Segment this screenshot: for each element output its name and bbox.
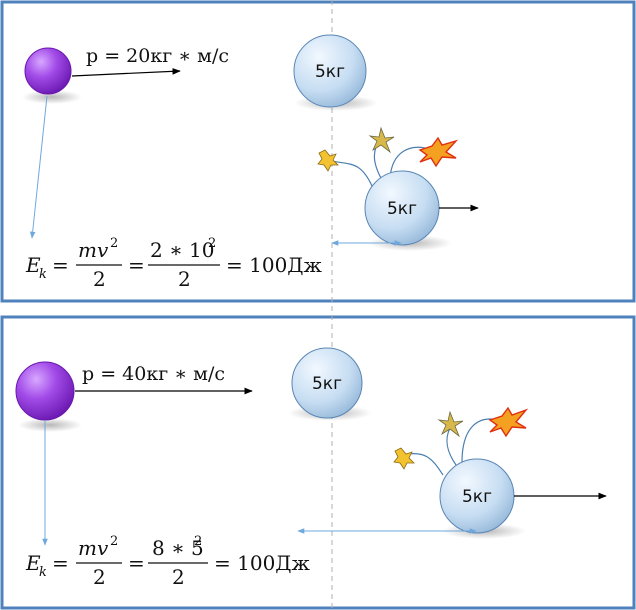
panel-bottom: p = 40кг ∗ м/с 5кг 5кг E k = mv 2 2 = 8 … (15, 347, 607, 589)
static-ball (291, 347, 363, 419)
panel-top: p = 20кг ∗ м/с 5кг 5кг E k = mv 2 2 = 2 … (22, 34, 479, 291)
energy-pointer-arrow (29, 95, 48, 239)
svg-text:k: k (39, 565, 47, 580)
svg-text:E: E (25, 253, 41, 277)
svg-text:=: = (128, 551, 145, 575)
momentum-label: p = 40кг ∗ м/с (82, 363, 225, 385)
svg-text:2: 2 (93, 267, 106, 291)
purple-ball (24, 47, 72, 95)
trail-line (446, 427, 457, 466)
purple-ball-shadow (18, 418, 82, 432)
star-icon (437, 410, 464, 438)
moving-ball-label: 5кг (462, 487, 492, 507)
svg-text:2: 2 (208, 236, 216, 251)
burst-icon (418, 136, 459, 168)
kinetic-energy-formula: E k = mv 2 2 = 2 ∗ 10 2 2 = 100Дж (25, 236, 323, 291)
svg-text:2: 2 (110, 534, 118, 549)
purple-ball-shadow (22, 90, 82, 104)
momentum-arrow (71, 67, 181, 77)
moving-ball-label: 5кг (387, 199, 417, 219)
purple-ball (15, 361, 75, 421)
static-ball-label: 5кг (312, 374, 342, 394)
svg-text:2: 2 (194, 534, 202, 549)
svg-text:2: 2 (172, 565, 185, 589)
kinetic-energy-formula: E k = mv 2 2 = 8 ∗ 5 2 2 = 100Дж (25, 534, 311, 589)
static-ball (293, 34, 367, 108)
sparkle-icon (393, 447, 415, 470)
svg-text:k: k (39, 267, 47, 282)
svg-text:mv: mv (78, 238, 109, 262)
svg-text:2: 2 (110, 236, 118, 251)
star-icon (368, 126, 395, 154)
svg-text:8 ∗ 5: 8 ∗ 5 (152, 536, 204, 560)
svg-text:=: = (52, 551, 69, 575)
svg-text:= 100Дж: = 100Дж (214, 551, 311, 575)
svg-text:E: E (25, 551, 41, 575)
svg-text:2 ∗ 10: 2 ∗ 10 (150, 238, 214, 262)
svg-text:= 100Дж: = 100Дж (226, 253, 323, 277)
svg-text:2: 2 (178, 267, 191, 291)
svg-text:2: 2 (93, 565, 106, 589)
burst-icon (488, 406, 529, 438)
static-ball-label: 5кг (315, 62, 345, 82)
svg-text:=: = (52, 253, 69, 277)
svg-text:=: = (128, 253, 145, 277)
svg-text:mv: mv (78, 536, 109, 560)
sparkle-icon (317, 149, 339, 172)
momentum-label: p = 20кг ∗ м/с (86, 45, 229, 67)
